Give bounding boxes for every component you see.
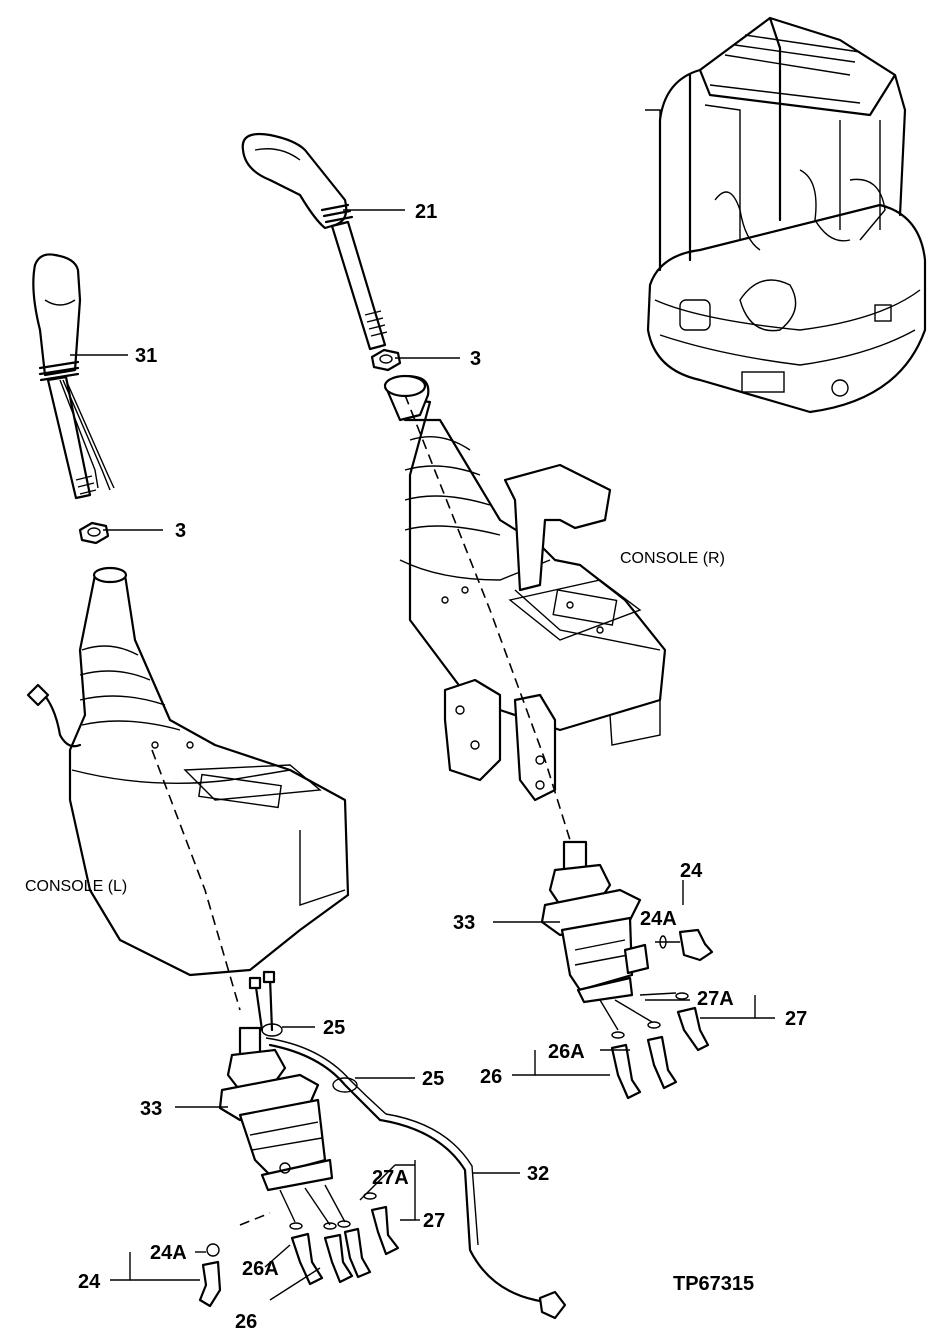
- callout-3-upper: 3: [470, 348, 481, 370]
- clamp-25-upper-illustration: [261, 1023, 283, 1037]
- caption-console-right: CONSOLE (R): [620, 550, 725, 567]
- pilot-hose-32-illustration: [268, 1043, 562, 1307]
- callout-21: 21: [415, 201, 437, 223]
- fittings-27-left-illustration: [337, 1192, 400, 1279]
- callout-24-left: 24: [78, 1271, 101, 1293]
- callout-27a-right: 27A: [697, 988, 734, 1010]
- callout-24-right: 24: [680, 860, 703, 882]
- callout-25-upper: 25: [323, 1017, 345, 1039]
- callout-26a-right: 26A: [548, 1041, 585, 1063]
- pilot-valve-left-illustration: [218, 970, 334, 1192]
- fitting-24-right-illustration: [659, 928, 714, 962]
- valve-right-port-lines: [599, 992, 677, 1031]
- console-left-illustration: [26, 566, 350, 977]
- callout-leader-lines: [70, 209, 775, 1301]
- fitting-27-right-illustration: [675, 992, 710, 1052]
- drawing-number: TP67315: [673, 1273, 754, 1295]
- fittings-26-right-illustration: [610, 1021, 678, 1100]
- machine-overview-illustration: [645, 16, 927, 414]
- callout-26-left: 26: [235, 1311, 257, 1333]
- console-left-leader-dashed: [151, 749, 241, 1011]
- nut-3-lower-illustration: [78, 521, 110, 545]
- callout-26a-left: 26A: [242, 1258, 279, 1280]
- fitting-24-left-illustration: [198, 1243, 222, 1308]
- nut-3-upper-illustration: [370, 348, 402, 372]
- callout-24a-right: 24A: [640, 908, 677, 930]
- callout-32: 32: [527, 1163, 549, 1185]
- callout-27a-left: 27A: [372, 1167, 409, 1189]
- callout-26-right: 26: [480, 1066, 502, 1088]
- callout-24a-left: 24A: [150, 1242, 187, 1264]
- callout-27-left: 27: [423, 1210, 445, 1232]
- valve-left-port-leader: [239, 1212, 271, 1226]
- console-right-leader-dashed: [404, 394, 571, 841]
- clamp-25-lower-illustration: [332, 1077, 358, 1093]
- callout-33-left: 33: [140, 1098, 162, 1120]
- callout-31: 31: [135, 345, 157, 367]
- pilot-valve-right-illustration: [540, 840, 650, 1004]
- callout-25-lower: 25: [422, 1068, 444, 1090]
- fittings-26-left-illustration: [289, 1222, 354, 1286]
- lever-21-illustration: [241, 132, 388, 351]
- callout-27-right: 27: [785, 1008, 807, 1030]
- callout-3-lower: 3: [175, 520, 186, 542]
- grip-31-illustration: [32, 253, 115, 500]
- caption-console-left: CONSOLE (L): [25, 878, 127, 895]
- console-right-illustration: [383, 374, 667, 802]
- hose-connector-illustration: [538, 1290, 567, 1320]
- callout-33-right: 33: [453, 912, 475, 934]
- valve-left-port-lines: [279, 1184, 346, 1226]
